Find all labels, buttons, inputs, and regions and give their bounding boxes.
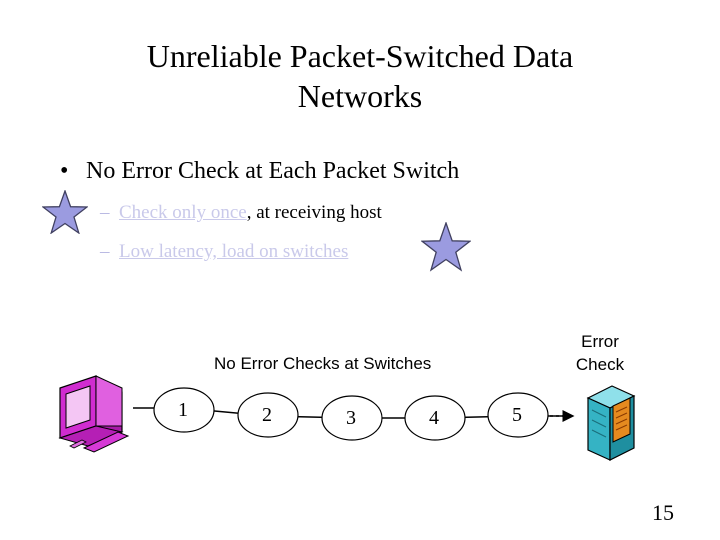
- switch-label-2: 2: [262, 404, 272, 426]
- sub-bullet-1: –Check only once, at receiving host: [100, 201, 382, 225]
- switch-label-3: 3: [346, 407, 356, 429]
- switch-3: [321, 395, 383, 441]
- bullet-main-text: No Error Check at Each Packet Switch: [86, 158, 460, 184]
- sub-bullet-1-link[interactable]: Check only once: [119, 202, 247, 223]
- switch-5: [487, 392, 549, 438]
- switch-label-5: 5: [512, 404, 522, 426]
- computer-icon: [58, 375, 130, 453]
- switch-1: [153, 387, 215, 433]
- page-number: 15: [652, 500, 674, 525]
- server-icon: [586, 385, 636, 461]
- switch-4: [404, 395, 466, 441]
- error-check-label: Error Check: [560, 330, 640, 376]
- title-line-1: Unreliable Packet-Switched Data: [146, 38, 574, 74]
- switch-2: [237, 392, 299, 438]
- error-check-line-2: Check: [575, 355, 625, 374]
- switch-label-4: 4: [429, 407, 439, 429]
- sub-bullet-marker: –: [100, 241, 110, 262]
- diagram-caption: No Error Checks at Switches: [214, 354, 432, 373]
- error-check-line-1: Error: [581, 332, 619, 351]
- star-icon: [421, 222, 471, 272]
- switch-label-1: 1: [178, 399, 188, 421]
- sub-bullet-2-link[interactable]: Low latency, load on switches: [119, 241, 349, 262]
- sub-bullet-2: –Low latency, load on switches: [100, 240, 348, 264]
- sub-bullet-1-rest: , at receiving host: [246, 202, 382, 223]
- title-line-2: Networks: [297, 78, 423, 114]
- star-icon: [42, 190, 88, 234]
- slide-title: Unreliable Packet-Switched Data Networks: [60, 36, 660, 116]
- sub-bullet-marker: –: [100, 202, 110, 223]
- bullet-marker: •: [60, 158, 69, 184]
- bullet-main: • No Error Check at Each Packet Switch: [60, 156, 459, 186]
